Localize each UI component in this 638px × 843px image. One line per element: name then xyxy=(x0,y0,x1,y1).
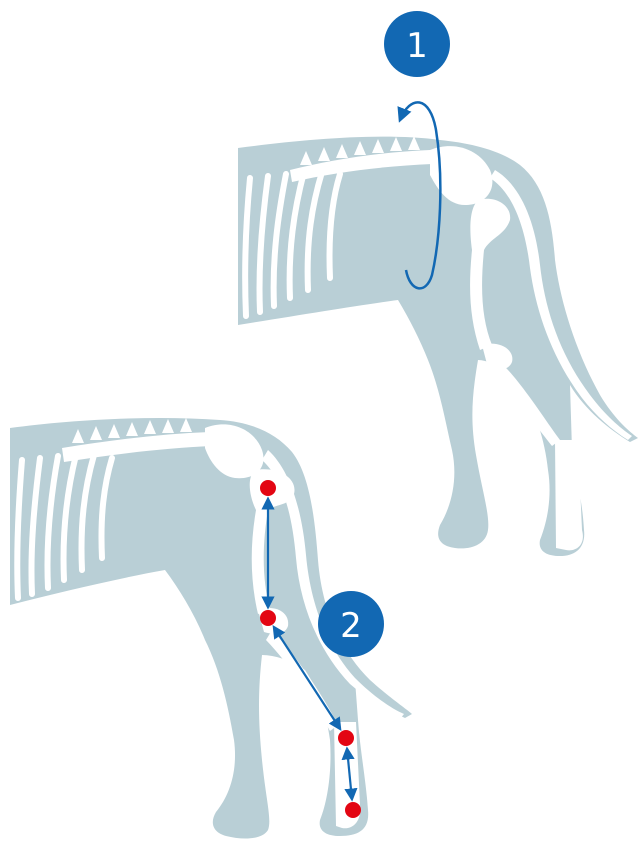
figure-1-number-badge: 1 xyxy=(384,11,450,77)
landmark-point-1 xyxy=(260,480,276,496)
figure-2-dog-hindquarter: 2 xyxy=(10,418,412,839)
landmark-point-2 xyxy=(260,610,276,626)
landmark-point-4 xyxy=(345,802,361,818)
landmark-point-3 xyxy=(338,730,354,746)
figure-1-badge-label: 1 xyxy=(406,26,428,66)
figure-2-badge-label: 2 xyxy=(340,606,362,646)
figure-2-number-badge: 2 xyxy=(318,591,384,657)
